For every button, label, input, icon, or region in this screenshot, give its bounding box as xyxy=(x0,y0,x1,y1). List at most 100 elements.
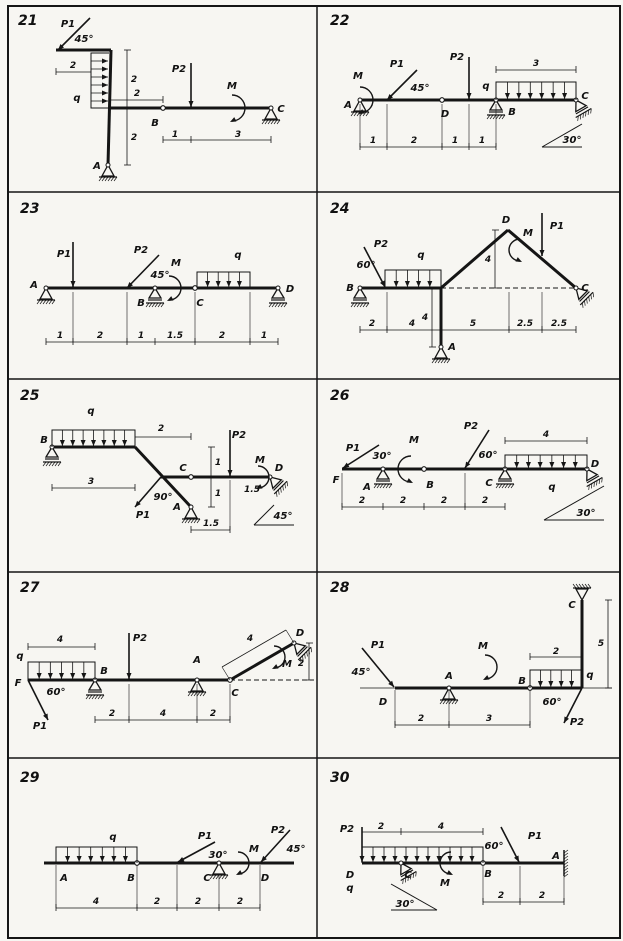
distributed-load xyxy=(504,454,588,469)
force-arrow xyxy=(260,829,291,863)
hatch-line xyxy=(45,299,50,305)
arrowhead-icon xyxy=(379,280,385,287)
roller-line xyxy=(586,475,600,484)
hatch-line xyxy=(590,483,593,489)
hatch-line xyxy=(97,694,102,700)
distributed-load xyxy=(529,669,583,688)
load-outline xyxy=(384,269,442,288)
hatch-line xyxy=(601,477,603,483)
support-triangle xyxy=(575,287,589,301)
roller-support-icon xyxy=(573,285,595,308)
support-triangle xyxy=(575,98,588,113)
hatch-line xyxy=(563,855,569,860)
dimension-label: 1 xyxy=(452,136,458,146)
arrowhead-icon xyxy=(539,250,545,256)
hatch-line xyxy=(385,483,390,489)
hatch-line xyxy=(446,358,451,364)
hatch-line xyxy=(300,657,302,663)
hatch-line xyxy=(451,699,456,705)
arrowhead-icon xyxy=(446,870,453,875)
hatch-line xyxy=(507,483,512,489)
arrowhead-icon xyxy=(205,281,211,287)
arrowhead-icon xyxy=(558,681,564,687)
hatch-line xyxy=(36,299,41,305)
arrowhead-icon xyxy=(230,117,237,122)
roller-support-icon xyxy=(145,285,165,308)
diagram-label: A xyxy=(362,482,371,493)
hatch-line xyxy=(209,874,214,880)
force-arrow xyxy=(57,17,91,51)
arrowhead-icon xyxy=(416,281,422,287)
hatch-line xyxy=(190,518,195,524)
problem-number: 21 xyxy=(18,13,37,29)
force-arrow xyxy=(563,687,583,724)
force-arrow xyxy=(466,57,472,99)
arrowhead-icon xyxy=(226,281,232,287)
hatch-line xyxy=(202,691,207,697)
hatch-line xyxy=(57,461,62,467)
diagram-label: 30° xyxy=(396,899,415,910)
distributed-load xyxy=(90,52,109,109)
dimension-label: 2 xyxy=(109,709,115,719)
hatch-line xyxy=(563,849,569,854)
hinge-icon xyxy=(188,504,194,510)
diagram-label: A xyxy=(192,655,201,666)
diagram-label: M xyxy=(171,258,181,269)
diagram-label: P2 xyxy=(133,633,147,644)
roller-line xyxy=(273,480,284,491)
dimension-label: 1 xyxy=(215,458,221,468)
force-arrow xyxy=(27,679,49,721)
diagram-label: P2 xyxy=(464,421,478,432)
hatch-line xyxy=(302,655,304,661)
arrowhead-icon xyxy=(102,66,108,72)
arrowhead-icon xyxy=(562,93,568,99)
moment-arrow xyxy=(230,94,246,122)
hatch-line xyxy=(510,483,515,489)
dimension-label: 2 xyxy=(70,61,76,71)
diagram-label: C xyxy=(581,91,589,102)
hatch-line xyxy=(215,874,220,880)
hatch-line xyxy=(224,874,229,880)
force-arrow xyxy=(500,826,520,863)
moment-arrow xyxy=(483,654,498,680)
diagram-label: 60° xyxy=(485,841,504,852)
diagram-label: 60° xyxy=(47,687,66,698)
diagram-label: A xyxy=(444,671,453,682)
hatch-line xyxy=(382,483,387,489)
arrowhead-icon xyxy=(387,93,394,100)
dimension-label: 3 xyxy=(88,477,94,487)
diagram-label: P1 xyxy=(550,221,564,232)
moment-arrow xyxy=(508,238,522,262)
hatch-line xyxy=(264,119,269,125)
arrowhead-icon xyxy=(126,673,132,679)
hinge-icon xyxy=(275,285,281,291)
problem-number: 25 xyxy=(20,388,40,404)
diagram-label: 90° xyxy=(154,492,173,503)
hatch-line xyxy=(101,176,106,182)
arrowhead-icon xyxy=(483,675,490,680)
dimension-label: 2 xyxy=(237,897,243,907)
force-arrow xyxy=(126,633,132,679)
hinge-icon xyxy=(380,466,386,472)
force-arrow xyxy=(188,63,194,107)
load-outline xyxy=(55,846,138,863)
arrowhead-icon xyxy=(393,281,399,287)
dimension-label: 1 xyxy=(370,136,376,146)
dimension-label: 4 xyxy=(484,255,491,265)
hatch-line xyxy=(193,691,198,697)
dimension-label: 2 xyxy=(158,424,164,434)
moment-arc xyxy=(439,851,452,875)
hatch-line xyxy=(498,114,503,120)
dimension-line xyxy=(359,326,577,333)
hinge-icon xyxy=(438,344,444,350)
hatch-line xyxy=(350,302,355,308)
diagram-label: q xyxy=(73,93,80,104)
arrowhead-icon xyxy=(215,281,221,287)
hatch-line xyxy=(48,461,53,467)
dimension-label: 2 xyxy=(131,75,137,85)
hatch-line xyxy=(415,871,417,877)
dimension-label: 4 xyxy=(56,635,63,645)
diagram-label: 30° xyxy=(563,135,582,146)
